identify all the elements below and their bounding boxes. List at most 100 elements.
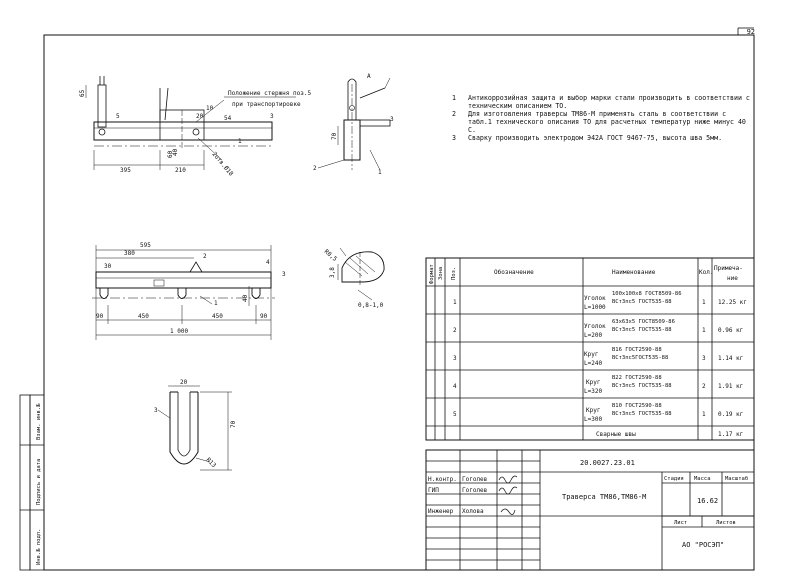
sheet-label: Лист: [674, 520, 687, 526]
row-len: L=300: [584, 416, 602, 423]
note-text: Антикоррозийная защита и выбор марки ста…: [468, 94, 750, 110]
front-dim-30: 30: [104, 263, 112, 270]
row-std1: В22 ГОСТ2590-88: [612, 375, 662, 381]
hdr-pos: Поз.: [451, 267, 457, 280]
row-len: L=200: [584, 332, 602, 339]
row-qty: 1: [702, 411, 706, 418]
row-std2: ВСт3пс5 ГОСТ535-88: [612, 327, 672, 333]
row-name: Круг: [586, 379, 600, 386]
front-view: [92, 245, 275, 340]
top-pos-1: 1: [238, 138, 242, 145]
scale-label: Масштаб: [725, 475, 748, 482]
mass-value: 16.62: [697, 497, 718, 505]
person-role: Инженер: [428, 508, 454, 515]
side-stamp-2: Подпись и дата: [36, 459, 42, 505]
row-qty: 3: [702, 355, 706, 362]
row-std1: 63х63х5 ГОСТ8509-86: [612, 319, 675, 325]
row-qty: 1: [702, 327, 706, 334]
spec-table-rows: 1 Уголок L=1000 100х100х8 ГОСТ8509-86 ВС…: [453, 291, 747, 438]
welds-mass: 1.17 кг: [718, 431, 743, 438]
sheet-number: 92: [746, 28, 755, 36]
row-len: L=1000: [584, 304, 606, 311]
side-label-A: А: [367, 73, 371, 80]
detail-h: 3,8: [329, 267, 336, 278]
note-text: Для изготовления траверсы ТМ86-М применя…: [468, 110, 746, 134]
stage-label: Стадия: [664, 476, 684, 482]
ubolt-70: 70: [230, 420, 237, 428]
front-pos-2: 2: [203, 253, 207, 260]
person-name: Гоголев: [462, 487, 487, 494]
front-dim-380: 380: [124, 250, 135, 257]
welds-label: Сварные швы: [596, 431, 636, 438]
side-pos-3: 3: [390, 116, 394, 123]
row-name: Круг: [584, 351, 598, 358]
front-dim-595: 595: [140, 242, 151, 249]
front-dim-90a: 90: [96, 313, 104, 320]
hdr-zone: Зона: [438, 267, 444, 280]
side-stamp-3: Инв.№ подл.: [36, 529, 42, 565]
row-note: 0.96 кг: [718, 327, 743, 334]
top-view: [85, 76, 296, 170]
doc-code: 20.0027.23.01: [580, 459, 635, 467]
dim-hole: 2отв.Ø18: [210, 151, 234, 178]
side-view: [317, 77, 391, 171]
ubolt-r13: R13: [205, 456, 218, 469]
note-item: 3 Сварку производить электродом Э42А ГОСТ…: [452, 134, 752, 142]
detail-a: [337, 247, 385, 301]
side-dim-70: 70: [331, 132, 338, 140]
note-item: 2 Для изготовления траверсы ТМ86-М примен…: [452, 110, 752, 134]
note-num: 3: [452, 134, 456, 142]
side-stamp-1: Взам. инв.№: [36, 403, 42, 440]
note-num: 2: [452, 110, 456, 118]
top-pos-3: 3: [270, 113, 274, 120]
row-len: L=320: [584, 388, 602, 395]
dim-210: 210: [175, 167, 186, 174]
dim-10: 10: [206, 105, 214, 112]
row-note: 1.14 кг: [718, 355, 743, 362]
top-label-2: при транспортировке: [232, 101, 301, 108]
front-dim-40: 40: [242, 294, 249, 302]
dim-54: 54: [224, 115, 232, 122]
row-std2: ВСт3пс5 ГОСТ535-88: [612, 383, 672, 389]
row-std1: В10 ГОСТ2590-88: [612, 403, 662, 409]
org-name: АО "РОСЭП": [682, 541, 724, 549]
row-pos: 1: [453, 299, 457, 306]
front-pos-4: 4: [266, 259, 270, 266]
note-text: Сварку производить электродом Э42А ГОСТ …: [468, 134, 723, 142]
front-dim-450b: 450: [212, 313, 223, 320]
notes-block: 1 Антикоррозийная защита и выбор марки ст…: [452, 94, 752, 142]
dim-20: 20: [196, 113, 204, 120]
row-len: L=240: [584, 360, 602, 367]
signatures: [498, 475, 518, 515]
title-block-grid: [425, 449, 755, 571]
row-pos: 5: [453, 411, 457, 418]
front-dim-450a: 450: [138, 313, 149, 320]
row-std1: 100х100х8 ГОСТ8509-86: [612, 291, 682, 297]
hdr-designation: Обозначение: [494, 269, 534, 276]
row-pos: 4: [453, 383, 457, 390]
note-num: 1: [452, 94, 456, 102]
row-pos: 2: [453, 327, 457, 334]
row-std2: ВСт3пс5ГОСТ535-88: [612, 355, 668, 361]
row-std2: ВСт3пс5 ГОСТ535-88: [612, 411, 672, 417]
note-item: 1 Антикоррозийная защита и выбор марки ст…: [452, 94, 752, 110]
top-pos-5: 5: [116, 113, 120, 120]
front-dim-1000: 1 000: [170, 328, 188, 335]
row-std2: ВСт3пс5 ГОСТ535-88: [612, 299, 672, 305]
detail-gap: 0,8-1,0: [358, 302, 384, 309]
row-name: Уголок: [584, 323, 606, 330]
row-name: Круг: [586, 407, 600, 414]
dim-395: 395: [120, 167, 131, 174]
doc-title: Траверса ТМ86,ТМ86-М: [562, 493, 646, 501]
hdr-format: Формат: [429, 264, 435, 284]
side-pos-1: 1: [378, 169, 382, 176]
row-note: 1.91 кг: [718, 383, 743, 390]
person-name: Гоголев: [462, 476, 487, 483]
sheets-label: Листов: [716, 520, 736, 526]
hdr-note-b: ние: [727, 275, 738, 282]
dim-60: 60: [167, 150, 174, 158]
dim-65: 65: [79, 89, 86, 97]
dim-40: 40: [172, 148, 179, 156]
